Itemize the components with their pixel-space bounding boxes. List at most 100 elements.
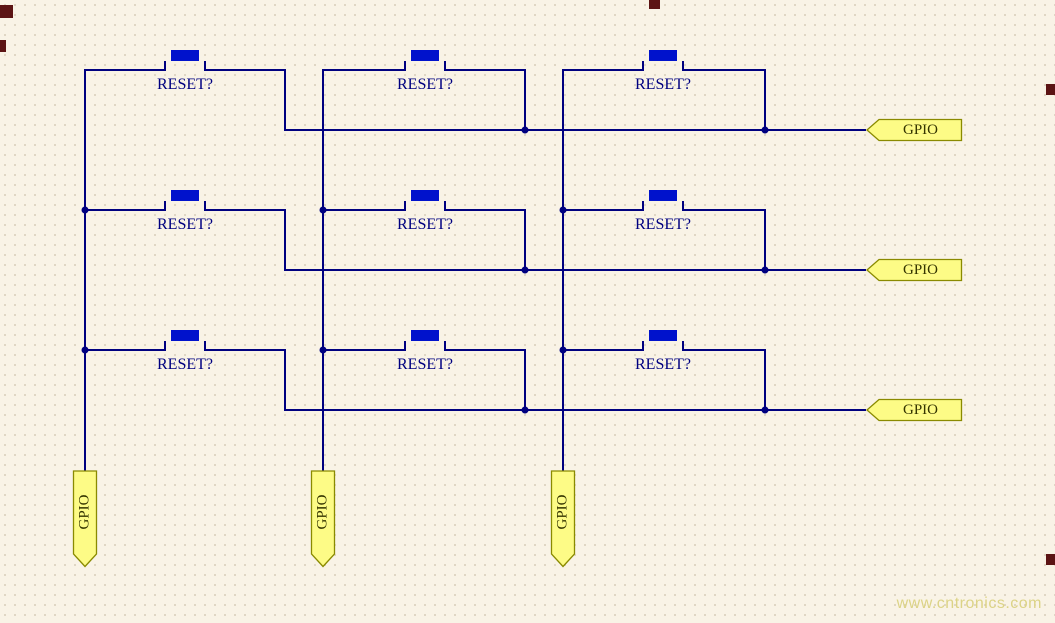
wire-segment (322, 349, 406, 351)
button-terminal (204, 201, 206, 210)
port-label: GPIO (554, 494, 571, 530)
button-cap-icon (649, 190, 677, 201)
wire-segment (322, 69, 406, 71)
port-label: GPIO (314, 494, 331, 530)
button-cap-icon (171, 50, 199, 61)
wire-segment (84, 69, 86, 471)
edge-artifact (0, 5, 13, 18)
wire-segment (764, 69, 766, 131)
port-flag-icon (550, 470, 576, 568)
watermark-text: www.cntronics.com (896, 595, 1042, 612)
button-cap-icon (171, 190, 199, 201)
wire-segment (204, 69, 286, 71)
push-button: RESET? (618, 46, 708, 93)
port-flag-icon (866, 258, 963, 282)
button-label: RESET? (635, 216, 691, 233)
wire-segment (562, 209, 644, 211)
button-label: RESET? (635, 356, 691, 373)
button-terminal (444, 201, 446, 210)
button-label: RESET? (157, 356, 213, 373)
wire-segment (284, 69, 286, 131)
push-button: RESET? (618, 326, 708, 373)
button-terminal (204, 341, 206, 350)
button-terminal (642, 201, 644, 210)
button-terminal (444, 341, 446, 350)
junction-dot (761, 406, 769, 414)
button-label: RESET? (157, 216, 213, 233)
port-label: GPIO (76, 494, 93, 530)
button-terminal (404, 341, 406, 350)
button-label: RESET? (635, 76, 691, 93)
junction-dot (521, 266, 529, 274)
junction-dot (521, 126, 529, 134)
wire-segment (322, 209, 406, 211)
gpio-port: GPIO (72, 470, 98, 568)
edge-artifact (1046, 84, 1055, 95)
push-button: RESET? (140, 186, 230, 233)
port-flag-icon (866, 398, 963, 422)
button-terminal (682, 61, 684, 70)
wire-segment (204, 209, 286, 211)
wire-segment (444, 349, 526, 351)
button-cap-icon (649, 50, 677, 61)
button-terminal (404, 61, 406, 70)
edge-artifact (649, 0, 660, 9)
button-terminal (164, 61, 166, 70)
wire-segment (524, 209, 526, 271)
wire-segment (84, 209, 166, 211)
wire-segment (204, 349, 286, 351)
wire-segment (84, 69, 166, 71)
button-cap-icon (411, 330, 439, 341)
port-label: GPIO (902, 121, 938, 138)
button-cap-icon (411, 190, 439, 201)
wire-segment (562, 69, 644, 71)
button-label: RESET? (397, 76, 453, 93)
button-terminal (642, 341, 644, 350)
button-cap-icon (411, 50, 439, 61)
wire-segment (284, 349, 286, 411)
wire-segment (682, 69, 766, 71)
button-terminal (682, 201, 684, 210)
button-terminal (164, 201, 166, 210)
junction-dot (81, 206, 89, 214)
junction-dot (319, 206, 327, 214)
gpio-port: GPIO (866, 398, 963, 422)
wire-segment (84, 349, 166, 351)
push-button: RESET? (380, 46, 470, 93)
push-button: RESET? (140, 326, 230, 373)
port-flag-icon (72, 470, 98, 568)
button-cap-icon (649, 330, 677, 341)
button-terminal (404, 201, 406, 210)
port-flag-icon (310, 470, 336, 568)
button-terminal (444, 61, 446, 70)
junction-dot (521, 406, 529, 414)
junction-dot (559, 206, 567, 214)
junction-dot (761, 266, 769, 274)
button-cap-icon (171, 330, 199, 341)
gpio-port: GPIO (866, 118, 963, 142)
junction-dot (81, 346, 89, 354)
wire-segment (444, 209, 526, 211)
wire-segment (284, 409, 866, 411)
button-terminal (682, 341, 684, 350)
push-button: RESET? (380, 326, 470, 373)
button-terminal (642, 61, 644, 70)
button-label: RESET? (397, 216, 453, 233)
button-terminal (164, 341, 166, 350)
edge-artifact (1046, 554, 1055, 565)
junction-dot (319, 346, 327, 354)
port-label: GPIO (902, 261, 938, 278)
push-button: RESET? (380, 186, 470, 233)
junction-dot (761, 126, 769, 134)
push-button: RESET? (140, 46, 230, 93)
edge-artifact (0, 40, 6, 52)
wire-segment (444, 69, 526, 71)
junction-dot (559, 346, 567, 354)
wire-segment (524, 349, 526, 411)
wire-segment (284, 129, 866, 131)
wire-segment (284, 209, 286, 271)
gpio-port: GPIO (550, 470, 576, 568)
wire-segment (562, 349, 644, 351)
wire-segment (524, 69, 526, 131)
